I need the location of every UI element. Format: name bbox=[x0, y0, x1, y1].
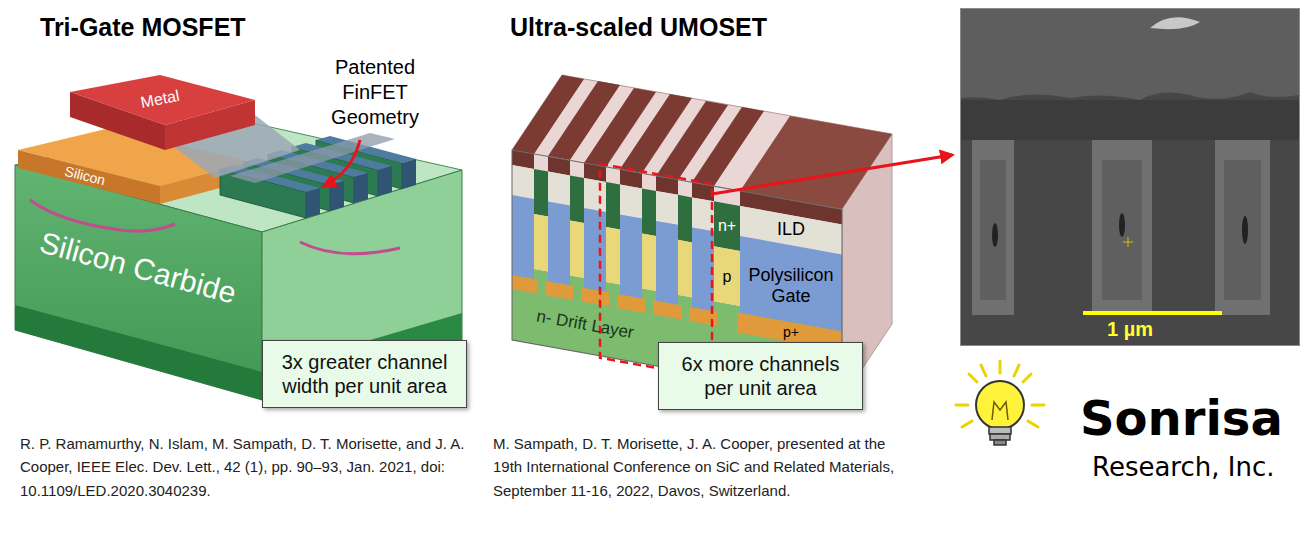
layer-label: p bbox=[723, 267, 732, 286]
bulb-ray bbox=[962, 421, 972, 427]
trench bbox=[617, 294, 645, 313]
bulb-ray bbox=[1014, 365, 1019, 376]
logo-bulb bbox=[976, 381, 1024, 429]
fin bbox=[378, 166, 392, 196]
sem-image bbox=[972, 140, 1014, 315]
layer-label: ILD bbox=[777, 219, 805, 241]
layer-label: Metal bbox=[139, 86, 181, 112]
main-heading: Ultra-scaled UMOSET bbox=[510, 12, 767, 42]
main-heading: Tri-Gate MOSFET bbox=[40, 12, 246, 42]
logo-name: Sonrisa bbox=[1080, 390, 1283, 448]
zoom-arrow bbox=[712, 155, 952, 194]
trench bbox=[620, 184, 642, 218]
mesa bbox=[534, 169, 548, 217]
sem-image bbox=[1119, 213, 1125, 237]
sem-image bbox=[1215, 140, 1270, 315]
mesa bbox=[570, 175, 584, 223]
sem-image bbox=[980, 160, 1006, 300]
logo-bulb bbox=[990, 434, 1010, 440]
trench bbox=[512, 165, 534, 199]
callout-text: 6x more channels per unit area bbox=[667, 352, 854, 400]
fin bbox=[330, 181, 344, 211]
trench bbox=[653, 300, 681, 319]
trench bbox=[692, 227, 714, 311]
trigate-illustration bbox=[165, 100, 255, 150]
trench bbox=[512, 195, 534, 279]
callout-box: 6x more channels per unit area bbox=[658, 342, 863, 410]
logo-bulb bbox=[989, 427, 1011, 434]
sem-image bbox=[1242, 216, 1248, 244]
mesa bbox=[570, 220, 584, 278]
bulb-ray bbox=[956, 404, 968, 407]
callout-arrow bbox=[324, 140, 360, 186]
trench bbox=[581, 287, 609, 306]
layer-label: n+ bbox=[718, 216, 736, 235]
trench bbox=[692, 197, 714, 231]
scale-label: 1 µm bbox=[1107, 317, 1153, 341]
mesa bbox=[678, 240, 692, 298]
trigate-illustration bbox=[15, 165, 262, 400]
logo-bulb bbox=[956, 361, 1044, 445]
sem-image-panel: 1 µm bbox=[960, 8, 1300, 346]
bulb-ray bbox=[1023, 374, 1031, 382]
sem-image bbox=[961, 9, 1299, 345]
trigate-illustration bbox=[300, 242, 400, 254]
substrate-label: Silicon Carbide bbox=[36, 225, 240, 312]
callout-text: 3x greater channel width per unit area bbox=[271, 350, 458, 398]
layer-label: Polysilicon Gate bbox=[741, 265, 841, 306]
trigate-illustration bbox=[18, 150, 160, 204]
sem-image bbox=[1224, 160, 1261, 300]
logo-bulb bbox=[992, 402, 1008, 420]
trench bbox=[656, 191, 678, 225]
sem-image bbox=[1092, 140, 1152, 315]
sem-image bbox=[961, 100, 1299, 140]
trigate-illustration bbox=[262, 313, 462, 400]
fin bbox=[306, 188, 320, 218]
bulb-ray bbox=[981, 365, 986, 376]
callout-label: Patented FinFET Geometry bbox=[315, 55, 435, 130]
trench bbox=[545, 281, 573, 300]
scale-bar bbox=[1083, 311, 1222, 315]
mesa bbox=[534, 214, 548, 272]
bulb-ray bbox=[999, 361, 1002, 373]
trench bbox=[548, 201, 570, 285]
trench bbox=[548, 171, 570, 205]
sem-image bbox=[992, 223, 998, 247]
trench-cap bbox=[512, 75, 892, 209]
reference-text: M. Sampath, D. T. Morisette, J. A. Coope… bbox=[493, 432, 913, 502]
trigate-illustration bbox=[15, 305, 262, 400]
sem-image bbox=[961, 9, 1299, 100]
mesa bbox=[534, 169, 740, 306]
sem-image bbox=[1150, 17, 1200, 29]
layer-label: Silicon bbox=[63, 163, 107, 189]
callout-box: 3x greater channel width per unit area bbox=[262, 340, 467, 408]
layer-label: p+ bbox=[783, 325, 799, 339]
mesa bbox=[606, 227, 620, 285]
trench bbox=[584, 178, 606, 212]
mesa bbox=[678, 195, 692, 243]
trench bbox=[584, 208, 606, 292]
trench bbox=[512, 275, 537, 293]
sem-image bbox=[961, 9, 1299, 345]
sem-image bbox=[1102, 160, 1142, 300]
bulb-ray bbox=[969, 374, 977, 382]
sem-image bbox=[1128, 237, 1129, 247]
mesa bbox=[714, 246, 740, 306]
mesa bbox=[642, 188, 656, 236]
mesa bbox=[714, 201, 740, 251]
logo-bulb bbox=[994, 440, 1006, 445]
bulb-ray bbox=[1032, 404, 1044, 407]
logo-subtitle: Research, Inc. bbox=[1092, 452, 1275, 483]
mesa bbox=[642, 233, 656, 291]
reference-text: R. P. Ramamurthy, N. Islam, M. Sampath, … bbox=[20, 432, 470, 502]
trench bbox=[620, 214, 642, 298]
mesa bbox=[606, 182, 620, 230]
layer-label: n- Drift Layer bbox=[535, 306, 635, 343]
umosfet-illustration bbox=[512, 75, 892, 209]
fin bbox=[354, 173, 368, 203]
trench bbox=[656, 221, 678, 305]
bulb-ray bbox=[1028, 421, 1038, 427]
fin bbox=[402, 159, 416, 189]
